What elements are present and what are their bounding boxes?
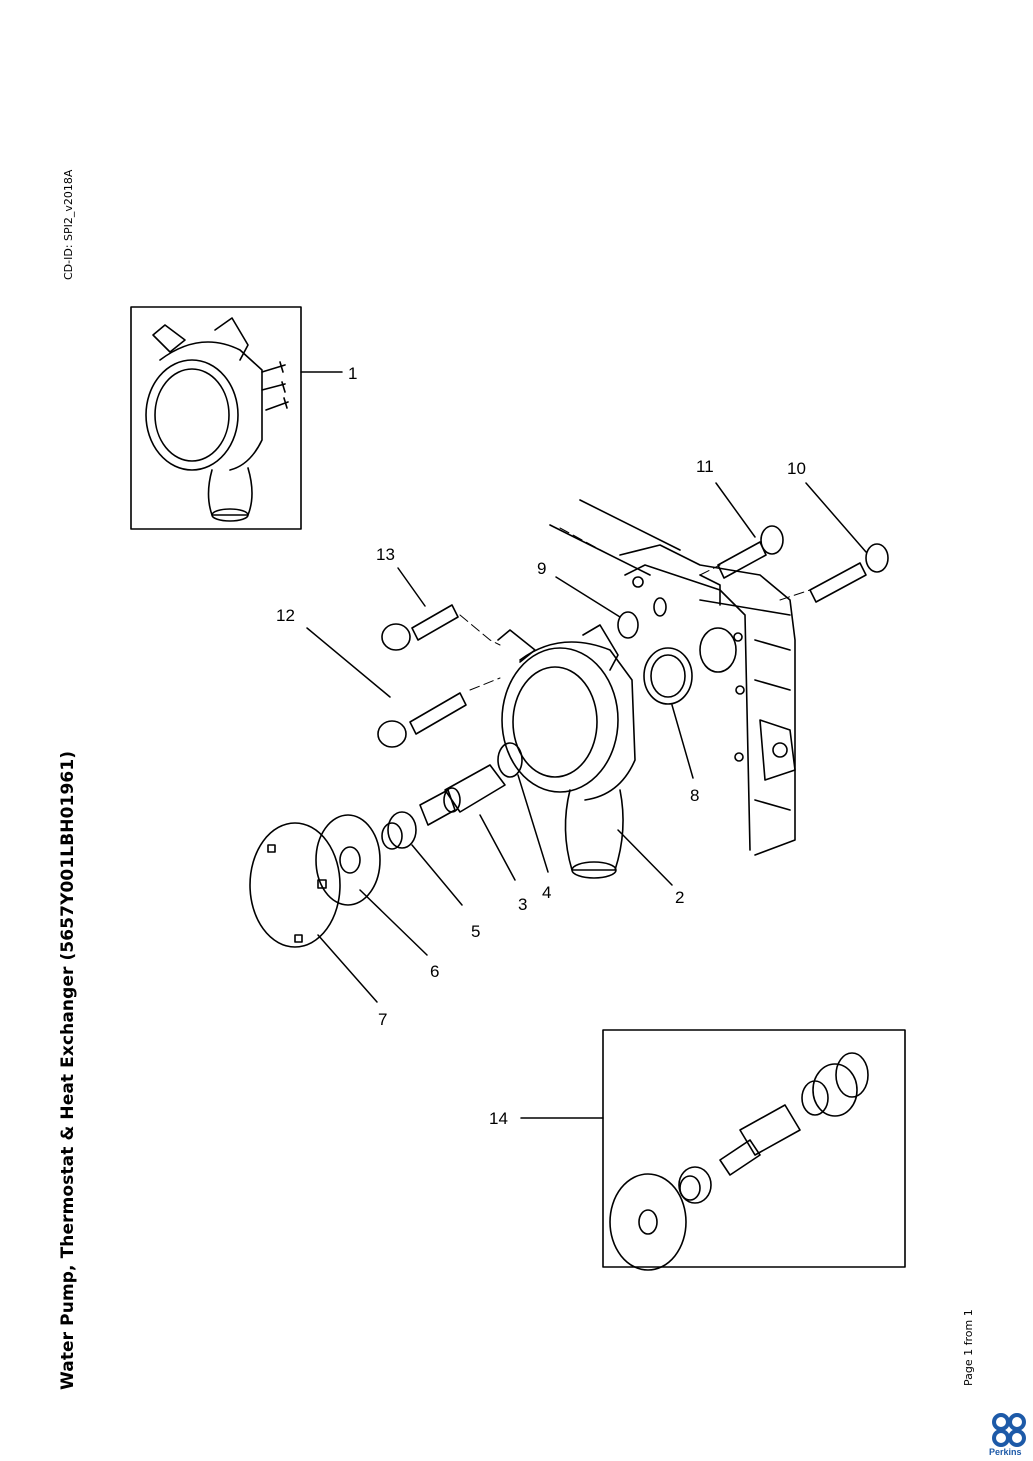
callout-2: 2 [675,888,684,907]
part-bolt-13 [381,604,459,651]
callout-10: 10 [787,459,806,478]
callout-4: 4 [542,883,551,902]
part-bolt-10 [809,543,889,603]
inset-water-pump-assembly [130,306,302,530]
callout-3: 3 [518,895,527,914]
callout-14: 14 [489,1109,508,1128]
callout-6: 6 [430,962,439,981]
heat-exchanger-plate [549,499,796,856]
part-bolt-12 [377,692,467,748]
perkins-logo-icon [992,1413,1026,1447]
part-pump-housing [497,624,636,879]
callout-9: 9 [537,559,546,578]
perkins-brand-text: Perkins [989,1447,1022,1457]
inset-impeller-kit [602,1029,906,1271]
part-bolt-11 [717,525,784,579]
part-impeller [315,814,381,906]
callout-8: 8 [690,786,699,805]
leader-lines [300,371,867,1119]
callout-12: 12 [276,606,295,625]
part-drive-gear [643,647,693,705]
part-o-ring [617,611,639,639]
callout-11: 11 [696,457,714,476]
part-circlip [497,742,523,778]
part-cover-plate [249,822,341,948]
part-seal [381,811,417,850]
centre-lines [459,527,811,691]
callout-13: 13 [376,545,395,564]
callout-1: 1 [348,364,357,383]
callout-7: 7 [378,1010,387,1029]
part-shaft [419,764,506,826]
callout-5: 5 [471,922,480,941]
